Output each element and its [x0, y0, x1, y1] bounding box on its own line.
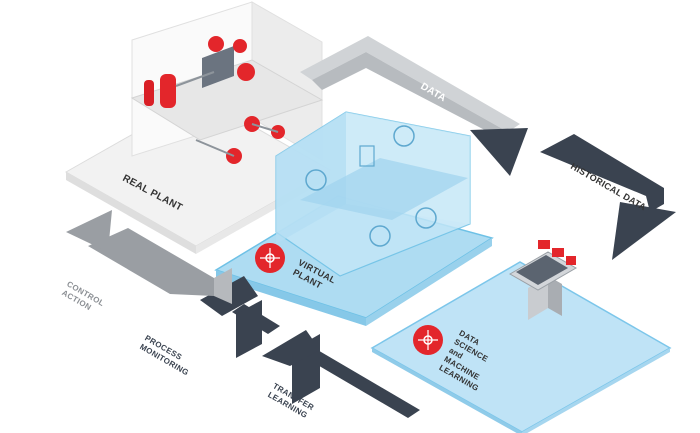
data-science-platform	[370, 261, 672, 433]
data-arrow	[300, 36, 528, 176]
process-monitoring-label: PROCESS MONITORING	[138, 333, 190, 377]
data-science-icon	[413, 325, 443, 355]
control-action-label: CONTROL ACTION	[60, 279, 106, 312]
virtual-plant-building	[214, 111, 494, 326]
control-action-arrow	[66, 210, 232, 304]
historical-data-arrow	[540, 134, 676, 260]
kiosk-terminal-icon	[508, 240, 578, 320]
real-plant-building	[64, 1, 332, 254]
virtual-plant-icon	[255, 243, 285, 273]
transfer-learning-arrow	[262, 330, 420, 418]
